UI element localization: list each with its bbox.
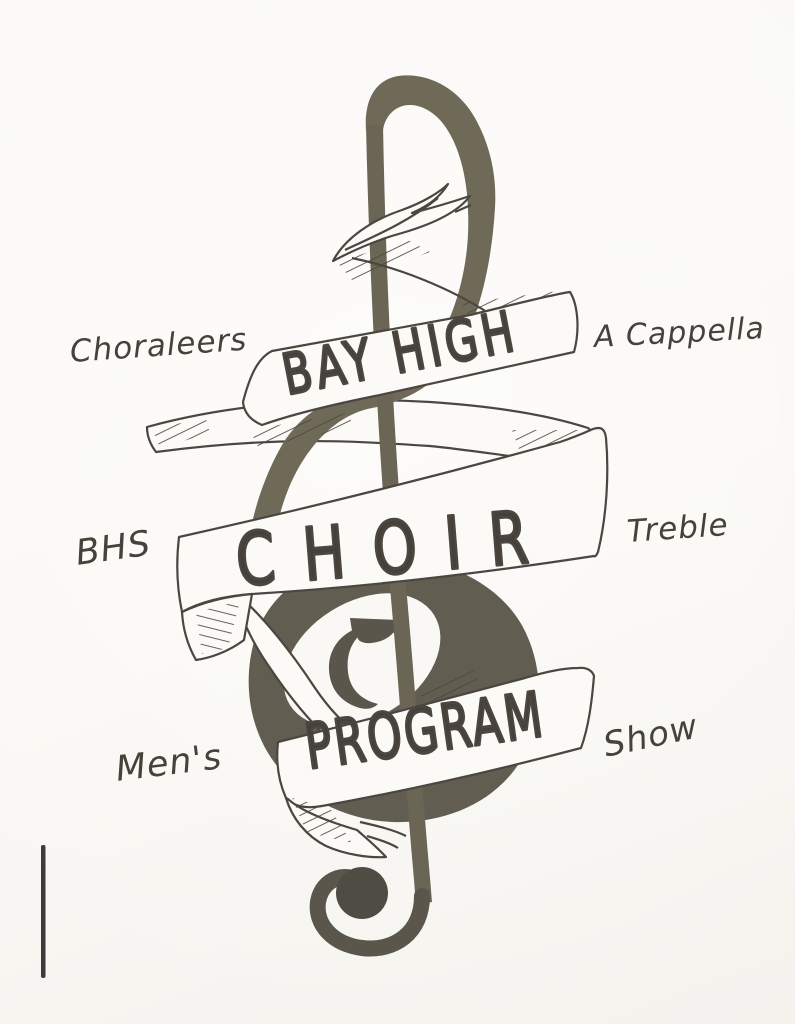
page-edge-line: [41, 845, 46, 978]
label-treble: Treble: [625, 506, 730, 550]
banner-text-choir: CHOIR: [233, 494, 559, 603]
ribbon-banner-program: PROGRAM: [276, 666, 596, 859]
clef-ball: [336, 867, 388, 919]
clef-inner-dot: [357, 622, 395, 644]
clef-inner-crescent: [328, 628, 378, 709]
clef-hook: [309, 869, 430, 957]
clef-top-loop: [246, 75, 496, 572]
